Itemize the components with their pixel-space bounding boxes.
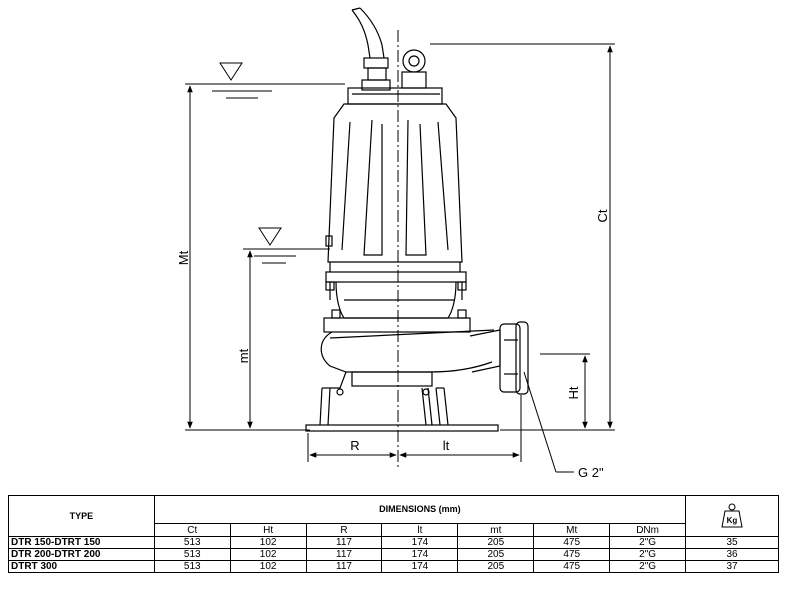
weight-icon: Kg — [721, 503, 743, 528]
ct-cell: 513 — [153, 548, 231, 561]
ht-label: Ht — [566, 386, 581, 399]
type-cell: DTRT 300 — [8, 560, 155, 573]
ht-dimension — [540, 353, 590, 429]
r-label: R — [350, 438, 359, 453]
mt-upper-dimension — [185, 85, 310, 431]
mt-cell: 205 — [457, 548, 535, 561]
col-dnm: DNm — [609, 523, 687, 537]
ht-cell: 102 — [229, 548, 307, 561]
r-lt-dimension — [307, 395, 522, 462]
lt-cell: 174 — [381, 536, 459, 549]
weight-cell: 36 — [685, 548, 779, 561]
col-r: R — [305, 523, 383, 537]
water-level-upper — [185, 62, 345, 99]
outlet-label: G 2" — [578, 465, 604, 480]
water-level-lower — [243, 227, 330, 264]
r-cell: 117 — [305, 548, 383, 561]
table-row: DTR 200-DTRT 200 513 102 117 174 205 475… — [8, 548, 779, 561]
lt-cell: 174 — [381, 548, 459, 561]
ct-cell: 513 — [153, 560, 231, 573]
ct-label: Ct — [595, 209, 610, 222]
r-cell: 117 — [305, 560, 383, 573]
Mt-cell: 475 — [533, 560, 611, 573]
ht-cell: 102 — [229, 560, 307, 573]
ht-cell: 102 — [229, 536, 307, 549]
mt-cell: 205 — [457, 560, 535, 573]
lt-cell: 174 — [381, 560, 459, 573]
weight-header: Kg — [685, 495, 779, 537]
col-ht: Ht — [229, 523, 307, 537]
pump-body — [305, 7, 529, 432]
col-lt: lt — [381, 523, 459, 537]
mt-lower-label: mt — [236, 348, 251, 363]
table-row: DTR 150-DTRT 150 513 102 117 174 205 475… — [8, 536, 779, 549]
mt-cell: 205 — [457, 536, 535, 549]
lt-label: lt — [443, 438, 450, 453]
pump-drawing: Mt mt Ct Ht — [176, 7, 615, 480]
Mt-cell: 475 — [533, 548, 611, 561]
dnm-cell: 2"G — [609, 548, 687, 561]
table-row: DTRT 300 513 102 117 174 205 475 2"G 37 — [8, 560, 779, 573]
outlet-leader — [523, 371, 574, 473]
weight-cell: 35 — [685, 536, 779, 549]
svg-text:Kg: Kg — [727, 516, 738, 525]
mt-upper-label: Mt — [176, 250, 191, 265]
ct-dimension — [430, 43, 615, 431]
col-ct: Ct — [153, 523, 231, 537]
col-mt: mt — [457, 523, 535, 537]
weight-cell: 37 — [685, 560, 779, 573]
dnm-cell: 2"G — [609, 560, 687, 573]
dimensions-table: TYPE DIMENSIONS (mm) Kg Ct Ht R lt mt Mt… — [8, 495, 779, 573]
dnm-cell: 2"G — [609, 536, 687, 549]
col-Mt: Mt — [533, 523, 611, 537]
type-header: TYPE — [8, 495, 155, 537]
r-cell: 117 — [305, 536, 383, 549]
ct-cell: 513 — [153, 536, 231, 549]
Mt-cell: 475 — [533, 536, 611, 549]
type-cell: DTR 150-DTRT 150 — [8, 536, 155, 549]
dimensions-header: DIMENSIONS (mm) — [153, 495, 687, 524]
type-cell: DTR 200-DTRT 200 — [8, 548, 155, 561]
